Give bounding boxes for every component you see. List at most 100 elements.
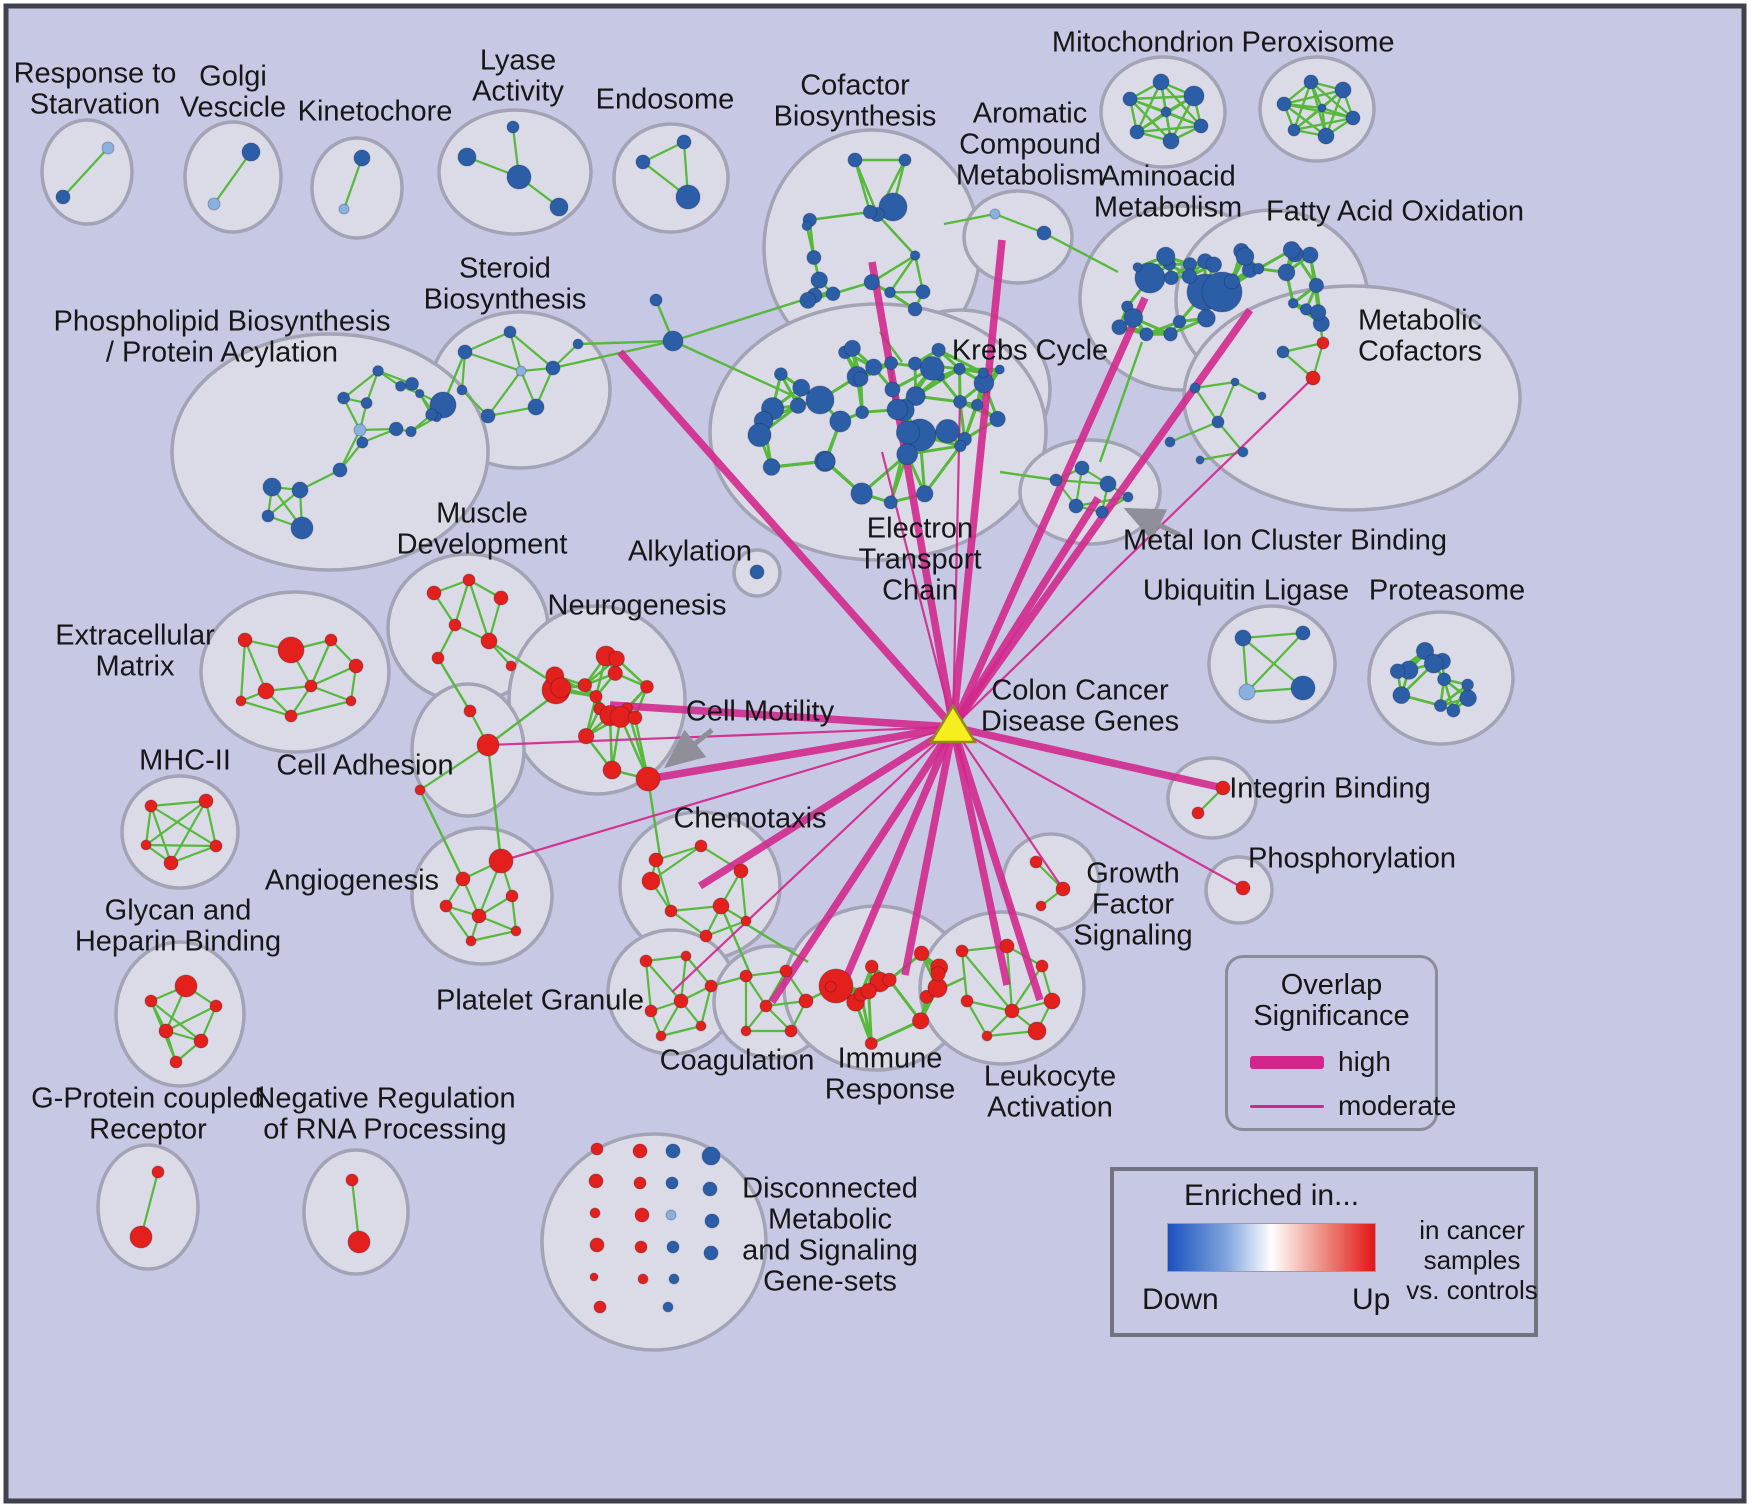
gene-set-node[interactable] [895, 420, 921, 445]
gene-set-node[interactable] [749, 564, 765, 580]
gene-set-node[interactable] [1163, 326, 1178, 342]
gene-set-node[interactable] [1305, 370, 1321, 386]
gene-set-node[interactable] [662, 1301, 674, 1313]
gene-set-node[interactable] [593, 1300, 607, 1314]
gene-set-node[interactable] [847, 152, 863, 168]
gene-set-node[interactable] [1183, 85, 1205, 107]
gene-set-node[interactable] [356, 436, 369, 449]
gene-set-node[interactable] [953, 362, 966, 376]
gene-set-node[interactable] [1193, 118, 1209, 134]
gene-set-node[interactable] [169, 1055, 183, 1069]
gene-set-node[interactable] [702, 1181, 718, 1197]
gene-set-node[interactable] [360, 397, 373, 410]
gene-set-node[interactable] [462, 573, 476, 587]
gene-set-node[interactable] [1035, 959, 1049, 973]
gene-set-node[interactable] [816, 451, 836, 471]
gene-set-node[interactable] [527, 398, 545, 416]
gene-set-node[interactable] [930, 966, 946, 982]
gene-set-node[interactable] [1309, 304, 1327, 321]
gene-set-node[interactable] [955, 944, 969, 958]
gene-set-node[interactable] [655, 1030, 667, 1042]
gene-set-node[interactable] [1303, 74, 1319, 90]
gene-set-node[interactable] [953, 394, 968, 409]
gene-set-node[interactable] [348, 658, 364, 674]
gene-set-node[interactable] [577, 727, 595, 745]
gene-set-node[interactable] [1162, 132, 1180, 150]
gene-set-node[interactable] [673, 993, 689, 1009]
gene-set-node[interactable] [712, 897, 730, 915]
gene-set-node[interactable] [284, 709, 298, 723]
gene-set-node[interactable] [324, 633, 338, 647]
gene-set-node[interactable] [237, 632, 253, 648]
gene-set-node[interactable] [989, 208, 1001, 220]
gene-set-node[interactable] [1099, 475, 1117, 493]
gene-set-node[interactable] [792, 378, 811, 397]
gene-set-node[interactable] [994, 364, 1005, 375]
gene-set-node[interactable] [886, 398, 909, 421]
gene-set-node[interactable] [457, 147, 477, 167]
gene-set-node[interactable] [1235, 247, 1255, 266]
gene-set-node[interactable] [1181, 268, 1198, 285]
gene-set-node[interactable] [884, 356, 899, 371]
gene-set-node[interactable] [1446, 703, 1461, 718]
gene-set-node[interactable] [884, 381, 901, 398]
gene-set-node[interactable] [1459, 689, 1477, 707]
gene-set-node[interactable] [347, 1230, 371, 1254]
gene-set-node[interactable] [1035, 900, 1047, 912]
gene-set-node[interactable] [1139, 327, 1154, 342]
gene-set-node[interactable] [806, 249, 822, 266]
gene-set-node[interactable] [637, 1273, 649, 1285]
gene-set-node[interactable] [759, 999, 773, 1013]
gene-set-node[interactable] [981, 1030, 993, 1042]
gene-set-node[interactable] [850, 482, 873, 505]
gene-set-node[interactable] [589, 1207, 601, 1219]
gene-set-node[interactable] [465, 935, 477, 947]
gene-set-node[interactable] [456, 384, 468, 396]
gene-set-node[interactable] [694, 839, 708, 853]
gene-set-node[interactable] [290, 516, 314, 540]
gene-set-node[interactable] [572, 338, 584, 350]
gene-set-node[interactable] [805, 385, 835, 415]
gene-set-node[interactable] [577, 677, 593, 693]
gene-set-node[interactable] [337, 391, 351, 405]
gene-set-node[interactable] [882, 972, 897, 988]
gene-set-node[interactable] [907, 356, 923, 371]
gene-set-node[interactable] [977, 367, 989, 379]
gene-set-node[interactable] [332, 462, 348, 478]
gene-set-node[interactable] [919, 355, 945, 381]
gene-set-node[interactable] [101, 141, 115, 155]
gene-set-node[interactable] [704, 1213, 720, 1229]
gene-set-node[interactable] [588, 1173, 604, 1189]
gene-set-node[interactable] [209, 839, 223, 853]
gene-set-node[interactable] [641, 871, 661, 891]
gene-set-node[interactable] [209, 999, 223, 1013]
gene-set-node[interactable] [635, 766, 661, 792]
gene-set-node[interactable] [1282, 240, 1301, 259]
gene-set-node[interactable] [1029, 855, 1043, 869]
gene-set-node[interactable] [506, 164, 532, 190]
gene-set-node[interactable] [144, 799, 158, 813]
gene-set-node[interactable] [644, 1004, 658, 1018]
gene-set-node[interactable] [773, 367, 788, 382]
gene-set-node[interactable] [865, 358, 883, 376]
gene-set-node[interactable] [915, 484, 934, 503]
gene-set-node[interactable] [345, 695, 357, 707]
gene-set-node[interactable] [779, 964, 793, 978]
gene-set-node[interactable] [193, 1033, 209, 1049]
gene-set-node[interactable] [1252, 262, 1265, 275]
gene-set-node[interactable] [632, 1143, 648, 1159]
gene-set-node[interactable] [488, 848, 514, 874]
gene-set-node[interactable] [463, 704, 477, 718]
gene-set-node[interactable] [480, 632, 498, 650]
gene-set-node[interactable] [291, 481, 309, 499]
gene-set-node[interactable] [740, 1025, 752, 1037]
gene-set-node[interactable] [457, 344, 473, 360]
gene-set-node[interactable] [884, 286, 896, 299]
gene-set-node[interactable] [1234, 629, 1252, 647]
gene-set-node[interactable] [1223, 273, 1240, 290]
gene-set-node[interactable] [1160, 106, 1172, 118]
gene-set-node[interactable] [471, 908, 487, 924]
gene-set-node[interactable] [911, 1012, 930, 1030]
gene-set-node[interactable] [789, 397, 807, 414]
gene-set-node[interactable] [1122, 491, 1134, 503]
